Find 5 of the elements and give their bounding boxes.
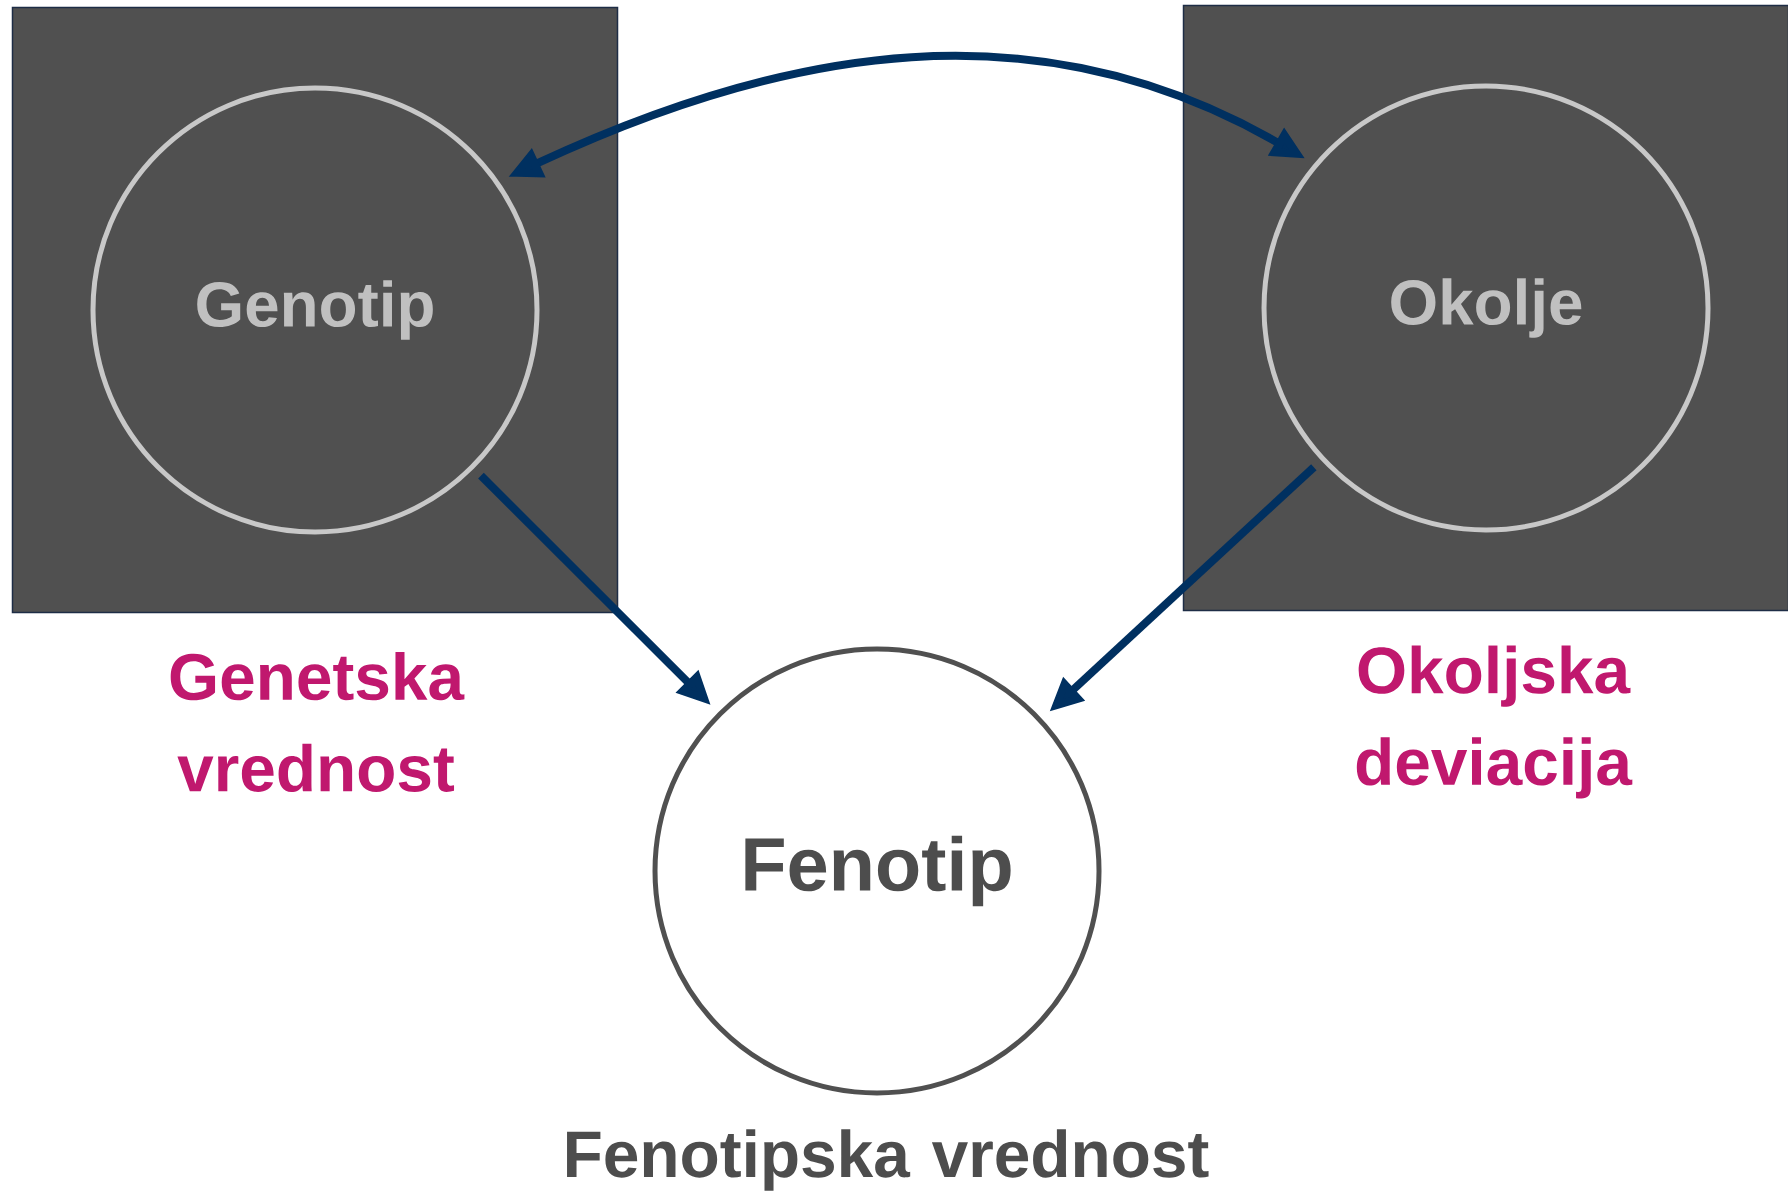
dark-square	[11, 6, 619, 614]
caption-text: Fenotipska vrednost	[567, 1129, 1209, 1191]
dark-square	[1182, 4, 1788, 612]
caption-text: Okoljska deviacija	[1356, 645, 1633, 799]
caption-text: Genetska vrednost	[170, 652, 465, 792]
